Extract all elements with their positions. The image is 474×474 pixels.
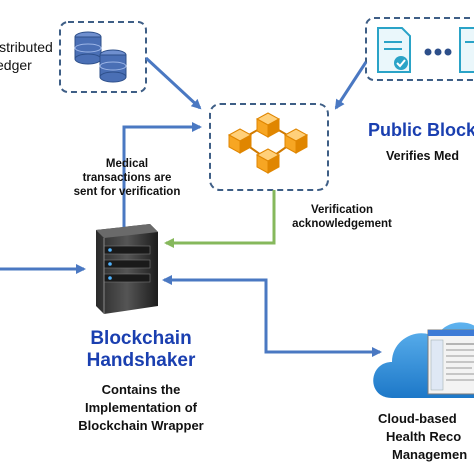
public-blockchain-title: Public Block bbox=[368, 120, 474, 140]
distributed-ledger-box bbox=[59, 21, 147, 93]
handshaker-sub-line-2: Implementation of bbox=[85, 400, 197, 415]
handshaker-title-line-1: Blockchain bbox=[90, 328, 192, 349]
medical-line-1: Medical bbox=[105, 158, 149, 170]
ledger-line-2: edger bbox=[0, 57, 32, 73]
blockchain-cubes-icon bbox=[227, 112, 309, 174]
verification-line-2: acknowledgement bbox=[292, 218, 392, 230]
medical-line-2: transactions are bbox=[82, 172, 172, 184]
ellipsis-icon bbox=[424, 48, 452, 56]
ledger-line-1: istributed bbox=[0, 39, 53, 55]
verification-line-1: Verification bbox=[311, 204, 373, 216]
medical-line-3: sent for verification bbox=[73, 186, 181, 198]
document-icon bbox=[459, 27, 474, 73]
screenshot-thumbnail bbox=[427, 329, 474, 395]
database-icon bbox=[74, 31, 102, 65]
cloud-line-3: Managemen bbox=[392, 447, 468, 462]
document-icon bbox=[377, 27, 411, 73]
cloud-line-2: Health Reco bbox=[386, 429, 462, 444]
blockchain-handshaker-description: Contains the Implementation of Blockchai… bbox=[56, 381, 226, 435]
cloud-link-arrow bbox=[166, 278, 382, 357]
handshaker-sub-line-1: Contains the bbox=[101, 382, 181, 397]
blockchain-box bbox=[209, 103, 329, 191]
distributed-ledger-label: istributed edger bbox=[0, 38, 53, 74]
verification-ack-label: Verification acknowledgement bbox=[282, 203, 402, 231]
handshaker-title-line-2: Handshaker bbox=[86, 350, 196, 371]
ledger-to-blockchain-arrow bbox=[144, 56, 202, 110]
cloud-health-records-label: Cloud-based Health Reco Managemen bbox=[378, 410, 467, 464]
medical-transactions-arrow bbox=[122, 122, 202, 232]
public-blockchain-subtitle: Verifies Med bbox=[386, 149, 459, 163]
handshaker-sub-line-3: Blockchain Wrapper bbox=[78, 418, 204, 433]
medical-transactions-label: Medical transactions are sent for verifi… bbox=[62, 157, 192, 199]
server-icon bbox=[96, 224, 158, 314]
public-to-blockchain-arrow bbox=[334, 61, 368, 110]
database-icon bbox=[99, 49, 127, 83]
verification-ack-arrow bbox=[164, 190, 276, 248]
cloud-line-1: Cloud-based bbox=[378, 411, 457, 426]
blockchain-handshaker-title: Blockchain Handshaker bbox=[76, 328, 206, 372]
public-blockchain-box bbox=[365, 17, 474, 81]
cloud-icon bbox=[373, 322, 474, 398]
